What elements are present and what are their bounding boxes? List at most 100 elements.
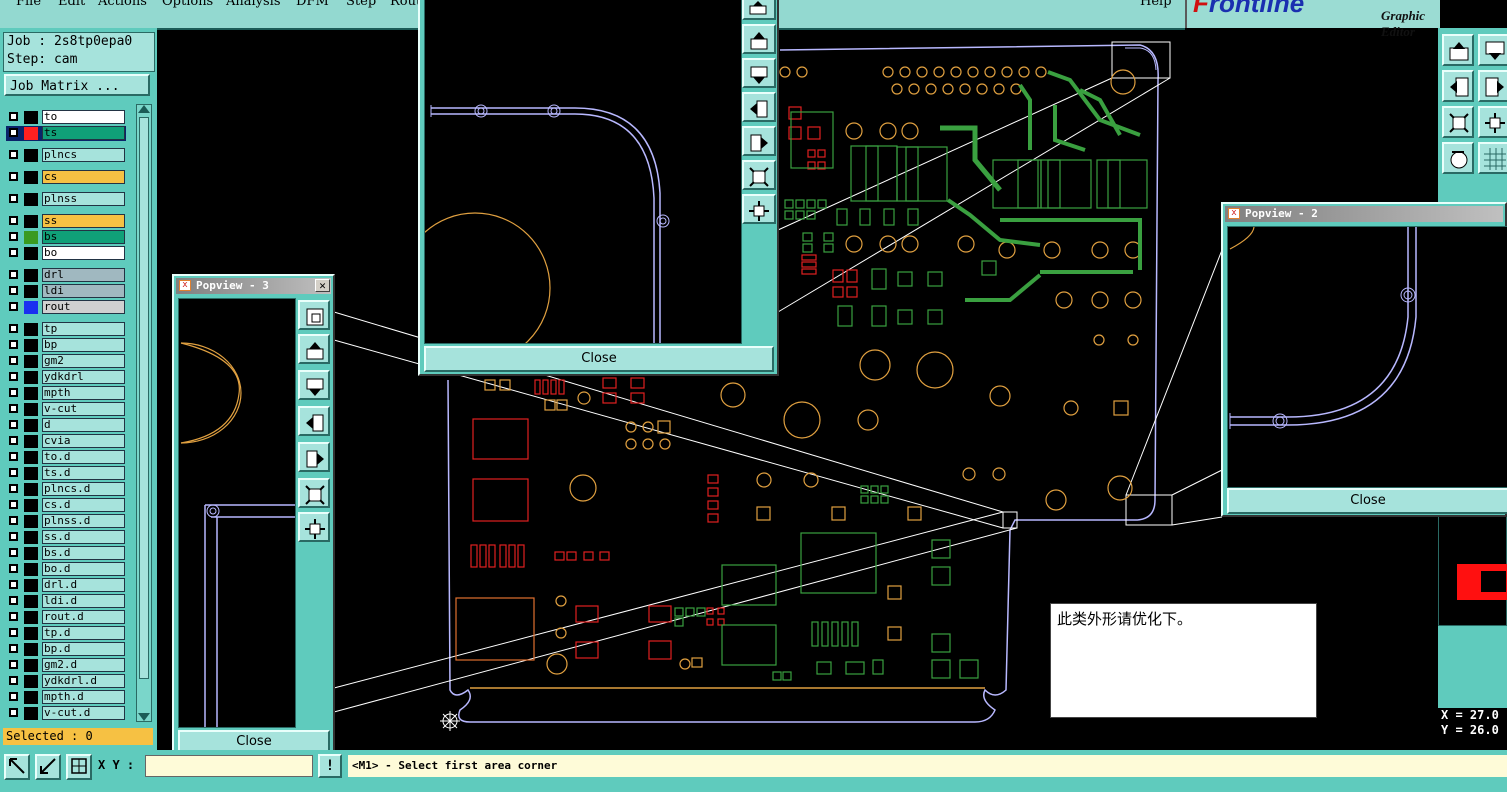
layer-name[interactable]: gm2.d <box>42 658 125 672</box>
layer-checkbox[interactable] <box>9 484 18 493</box>
layer-checkbox[interactable] <box>9 112 18 121</box>
layer-row-ldi-d[interactable]: ldi.d <box>6 594 126 609</box>
layer-name[interactable]: mpth.d <box>42 690 125 704</box>
popview-1-viewport[interactable] <box>399 0 742 364</box>
layer-checkbox[interactable] <box>9 644 18 653</box>
layer-color-swatch[interactable] <box>24 215 38 228</box>
layer-name[interactable]: ts <box>42 126 125 140</box>
job-matrix-button[interactable]: Job Matrix ... <box>4 74 150 96</box>
layer-row-to[interactable]: to <box>6 110 126 125</box>
overview-map[interactable] <box>1438 508 1507 626</box>
layer-color-swatch[interactable] <box>24 111 38 124</box>
popview-1-zoom-in-button[interactable] <box>742 160 776 190</box>
layer-color-swatch[interactable] <box>24 659 38 672</box>
popview-3-fit-button[interactable] <box>298 300 330 330</box>
layer-name[interactable]: bp <box>42 338 125 352</box>
layer-row-drl-d[interactable]: drl.d <box>6 578 126 593</box>
layer-row-plnss[interactable]: plnss <box>6 192 126 207</box>
execute-button[interactable]: ! <box>318 754 342 778</box>
layer-color-swatch[interactable] <box>24 355 38 368</box>
layer-name[interactable]: bs.d <box>42 546 125 560</box>
layer-name[interactable]: rout.d <box>42 610 125 624</box>
layer-row-mpth-d[interactable]: mpth.d <box>6 690 126 705</box>
popview-1-zoom-out-button[interactable] <box>742 194 776 224</box>
layer-row-tp[interactable]: tp <box>6 322 126 337</box>
layer-row-ts-d[interactable]: ts.d <box>6 466 126 481</box>
pan-left-button[interactable] <box>1442 70 1474 102</box>
layer-checkbox[interactable] <box>9 612 18 621</box>
popview-3-zoom-out-button[interactable] <box>298 512 330 542</box>
layer-name[interactable]: cs.d <box>42 498 125 512</box>
layer-color-swatch[interactable] <box>24 301 38 314</box>
popview-3-pan-right-button[interactable] <box>298 442 330 472</box>
layer-color-swatch[interactable] <box>24 627 38 640</box>
layer-row-ldi[interactable]: ldi <box>6 284 126 299</box>
select-tool-button[interactable] <box>4 754 30 780</box>
menu-help[interactable]: Help <box>1140 0 1172 9</box>
layer-checkbox[interactable] <box>9 216 18 225</box>
layer-checkbox[interactable] <box>9 708 18 717</box>
layer-checkbox[interactable] <box>9 172 18 181</box>
layer-color-swatch[interactable] <box>24 499 38 512</box>
layer-checkbox[interactable] <box>9 628 18 637</box>
layer-color-swatch[interactable] <box>24 435 38 448</box>
popview-3-viewport[interactable] <box>178 298 296 728</box>
layer-row-bs[interactable]: bs <box>6 230 126 245</box>
layer-name[interactable]: plncs.d <box>42 482 125 496</box>
layer-checkbox[interactable] <box>9 340 18 349</box>
layer-checkbox[interactable] <box>9 372 18 381</box>
popview-2-viewport[interactable] <box>1227 226 1507 488</box>
layer-color-swatch[interactable] <box>24 643 38 656</box>
layer-color-swatch[interactable] <box>24 595 38 608</box>
layer-name[interactable]: ldi <box>42 284 125 298</box>
layer-color-swatch[interactable] <box>24 149 38 162</box>
layer-name[interactable]: ydkdrl.d <box>42 674 125 688</box>
scroll-thumb[interactable] <box>139 117 149 679</box>
layer-color-swatch[interactable] <box>24 515 38 528</box>
popview-1-pan-right-button[interactable] <box>742 126 776 156</box>
layer-name[interactable]: v-cut.d <box>42 706 125 720</box>
layer-color-swatch[interactable] <box>24 483 38 496</box>
snap-button[interactable] <box>66 754 92 780</box>
layer-checkbox[interactable] <box>9 468 18 477</box>
layer-color-swatch[interactable] <box>24 611 38 624</box>
popview-3-pan-left-button[interactable] <box>298 406 330 436</box>
layer-checkbox[interactable] <box>9 302 18 311</box>
layer-row-rout[interactable]: rout <box>6 300 126 315</box>
layer-name[interactable]: ss <box>42 214 125 228</box>
popview-2-titlebar[interactable]: x Popview - 2 <box>1225 206 1503 222</box>
layer-name[interactable]: bo <box>42 246 125 260</box>
layer-row-bs-d[interactable]: bs.d <box>6 546 126 561</box>
layer-row-plncs-d[interactable]: plncs.d <box>6 482 126 497</box>
menu-dfm[interactable]: DFM <box>296 0 329 9</box>
layer-row-mpth[interactable]: mpth <box>6 386 126 401</box>
pcb-canvas[interactable] <box>157 28 1438 750</box>
layer-color-swatch[interactable] <box>24 371 38 384</box>
layer-color-swatch[interactable] <box>24 563 38 576</box>
grid-toggle-button[interactable] <box>1478 142 1507 174</box>
layer-row-plncs[interactable]: plncs <box>6 148 126 163</box>
popview-1-pan-left-button[interactable] <box>742 92 776 122</box>
menu-step[interactable]: Step <box>346 0 377 9</box>
layer-row-v-cut[interactable]: v-cut <box>6 402 126 417</box>
layer-checkbox[interactable] <box>9 692 18 701</box>
layer-name[interactable]: tp.d <box>42 626 125 640</box>
layer-color-swatch[interactable] <box>24 387 38 400</box>
layer-checkbox[interactable] <box>9 232 18 241</box>
layer-row-gm2-d[interactable]: gm2.d <box>6 658 126 673</box>
layer-checkbox[interactable] <box>9 324 18 333</box>
popview-3-window[interactable]: x Popview - 3 ✕ Close <box>172 274 335 758</box>
layer-name[interactable]: cs <box>42 170 125 184</box>
layer-checkbox[interactable] <box>9 580 18 589</box>
layer-color-swatch[interactable] <box>24 231 38 244</box>
layer-checkbox[interactable] <box>9 660 18 669</box>
layer-name[interactable]: bp.d <box>42 642 125 656</box>
layer-checkbox[interactable] <box>9 194 18 203</box>
menu-options[interactable]: Options <box>162 0 214 9</box>
popview-3-close-icon[interactable]: ✕ <box>315 279 330 292</box>
layer-name[interactable]: ydkdrl <box>42 370 125 384</box>
pan-down-button[interactable] <box>1478 34 1507 66</box>
layer-name[interactable]: ss.d <box>42 530 125 544</box>
popview-1-close-button[interactable]: Close <box>424 346 774 372</box>
layer-color-swatch[interactable] <box>24 323 38 336</box>
